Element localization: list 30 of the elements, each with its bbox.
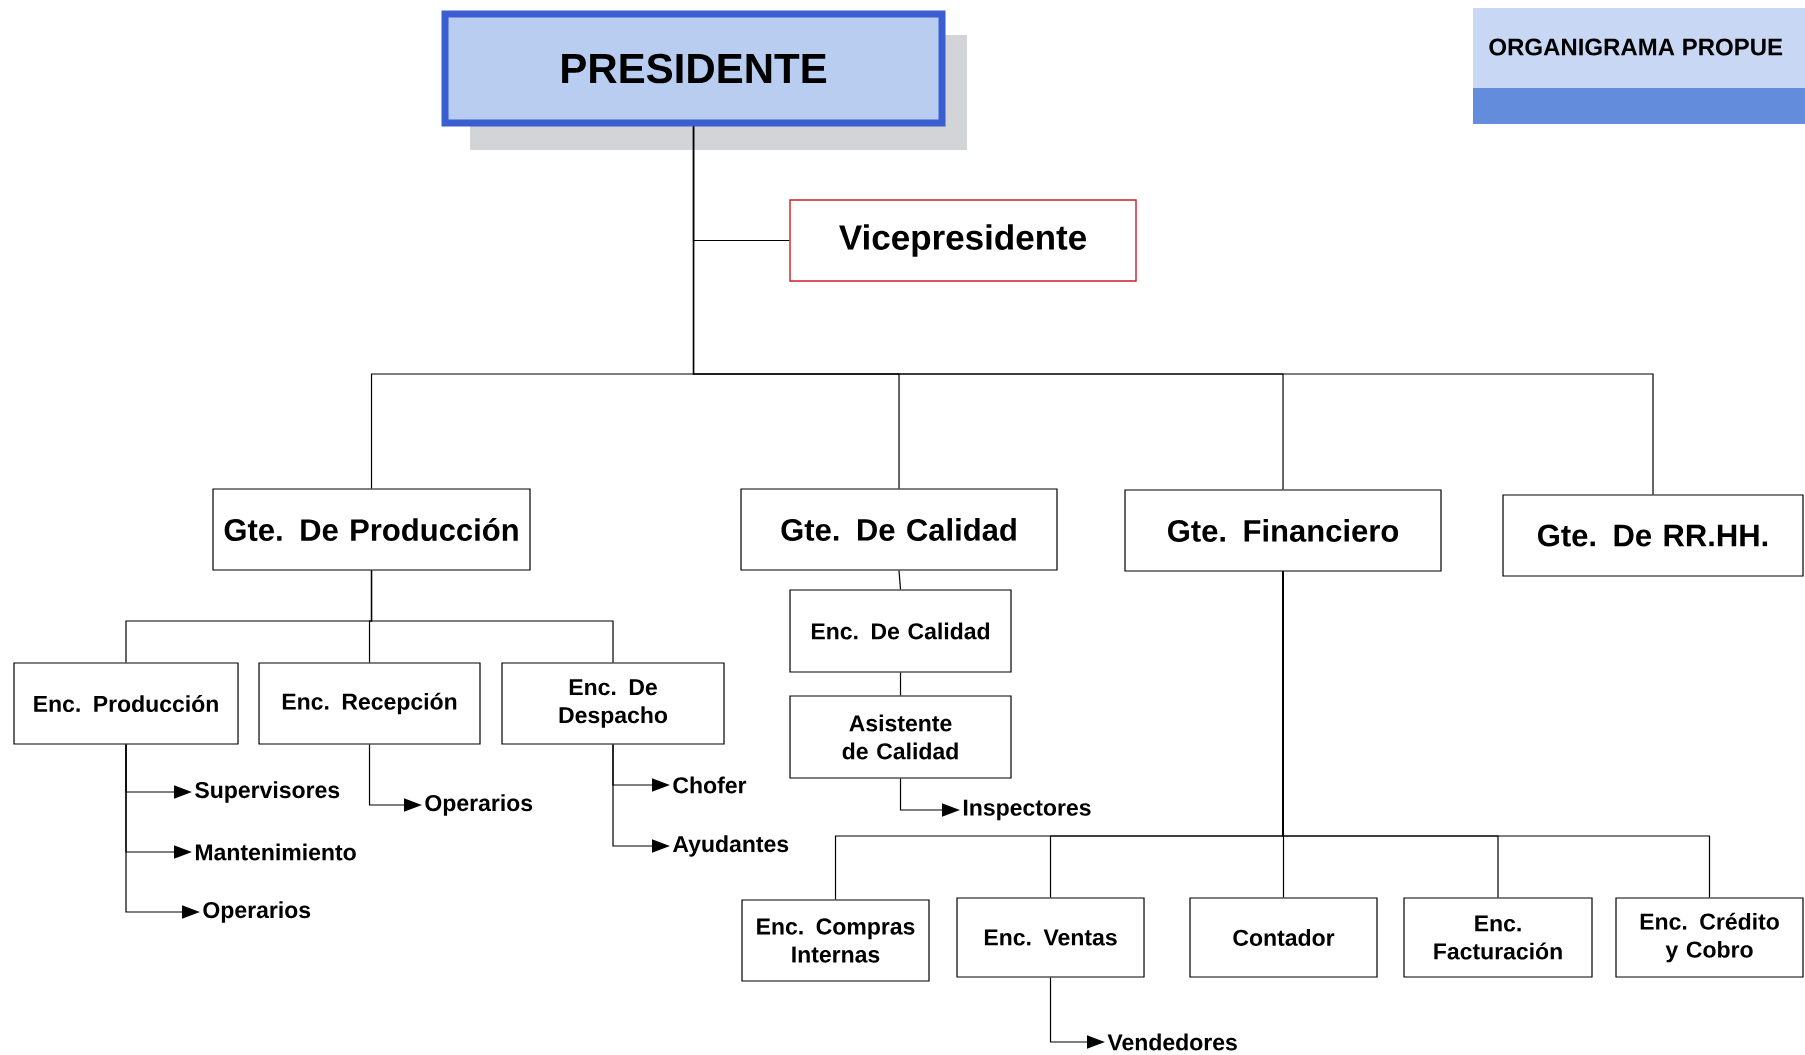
position-label: Operarios [203, 901, 311, 923]
position-box: Enc. De Calidad [789, 589, 1012, 673]
position-box: Asistente de Calidad [789, 695, 1012, 779]
manager-box: Gte. Financiero [1124, 489, 1442, 572]
position-label: Inspectores [963, 799, 1091, 821]
position-box: Enc. Facturación [1403, 897, 1593, 978]
manager-box: Gte. De Producción [212, 488, 531, 571]
position-label: Supervisores [195, 781, 340, 803]
connector-line [692, 125, 1654, 495]
position-label: Ayudantes [672, 835, 789, 857]
position-box: Enc. Recepción [258, 662, 481, 745]
connector-line [1282, 571, 1711, 898]
position-label: Operarios [425, 794, 533, 816]
manager-box: Gte. De RR.HH. [1502, 494, 1804, 577]
position-label: Mantenimiento [195, 843, 356, 861]
position-label: Chofer [673, 776, 747, 794]
position-box: Contador [1189, 897, 1378, 978]
position-box: Enc. Crédito y Cobro [1615, 897, 1804, 978]
manager-box: Gte. De Calidad [740, 488, 1058, 571]
vice-president-box: Vicepresidente [789, 199, 1137, 282]
position-box: Enc. Compras Internas [741, 899, 930, 982]
position-box: Enc. Ventas [956, 897, 1145, 978]
connector-line [898, 570, 902, 590]
title: ORGANIGRAMA PROPUE [1489, 38, 1783, 56]
connector-line [370, 570, 614, 663]
position-label: Vendedores [1107, 1033, 1237, 1051]
position-box: Enc. De Despacho [501, 662, 725, 745]
president-box: PRESIDENTE [441, 10, 946, 127]
position-box: Enc. Producción [13, 662, 239, 745]
connector-line [899, 672, 902, 696]
